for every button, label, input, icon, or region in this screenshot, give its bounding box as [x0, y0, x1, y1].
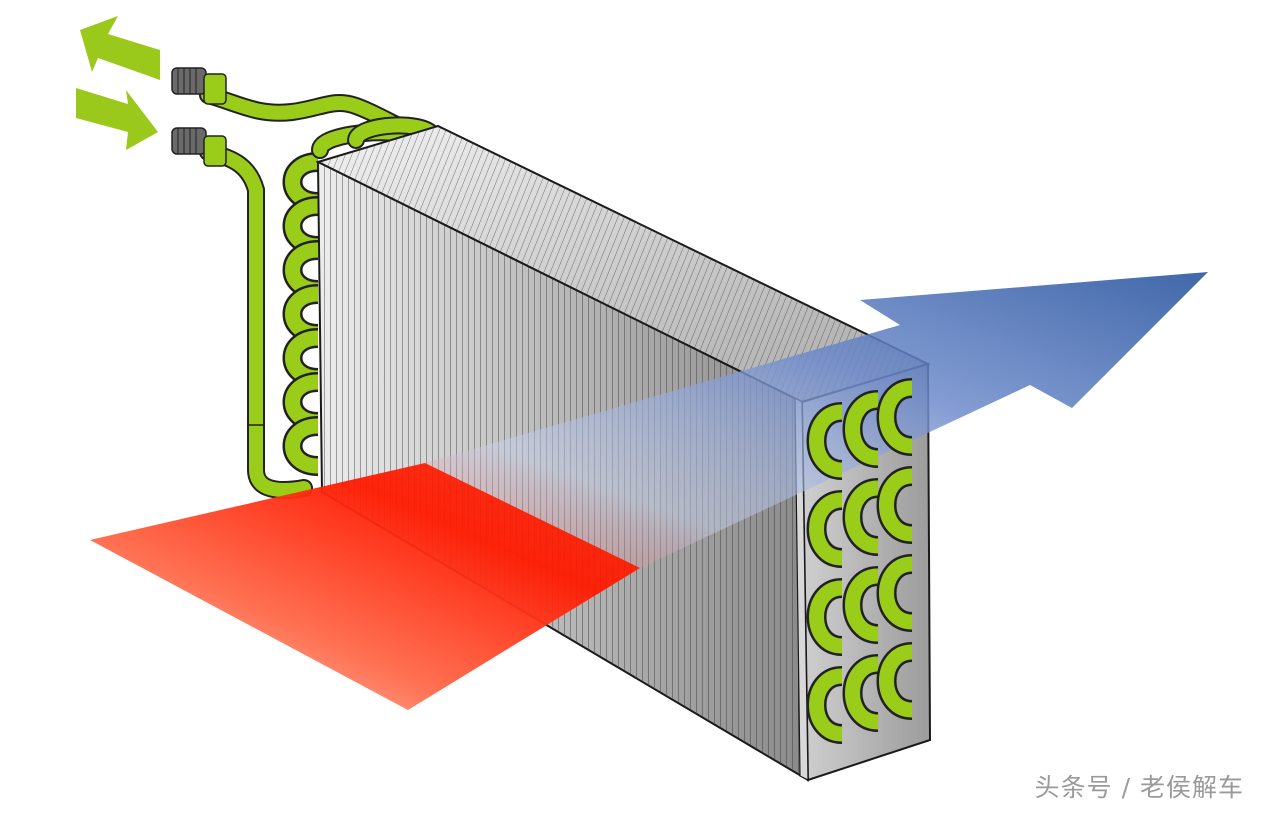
watermark-text: 头条号 / 老侯解车	[1034, 773, 1244, 802]
front-u-bend	[842, 478, 880, 556]
inlet-pipe	[199, 143, 313, 499]
outlet-pipe	[199, 86, 421, 141]
outlet-fitting	[171, 67, 227, 105]
front-u-bend	[806, 490, 844, 568]
refrigerant-in-arrow	[76, 88, 158, 150]
rear-u-bend	[282, 284, 320, 344]
front-u-bend	[842, 390, 880, 468]
front-u-bend	[806, 402, 844, 480]
threaded-fitting-icon	[171, 67, 227, 105]
front-u-bend	[876, 642, 914, 720]
arrow-down-right-icon	[76, 88, 158, 150]
rear-u-bend	[282, 328, 320, 388]
rear-u-bend	[282, 372, 320, 432]
front-u-bend	[842, 566, 880, 644]
front-u-bend	[876, 554, 914, 632]
front-u-bend	[806, 578, 844, 656]
rear-u-bend	[282, 152, 320, 212]
front-u-bend	[876, 466, 914, 544]
hot-air-flow	[90, 463, 640, 710]
rear-u-bend	[282, 196, 320, 256]
threaded-fitting-icon	[171, 127, 227, 167]
arrow-up-left-icon	[80, 16, 160, 80]
refrigerant-out-arrow	[80, 16, 160, 80]
front-u-bend	[806, 666, 844, 744]
front-u-bend	[842, 654, 880, 732]
rear-u-bend	[282, 240, 320, 300]
inlet-fitting	[171, 127, 227, 167]
front-u-bend	[876, 378, 914, 456]
rear-u-bend	[282, 416, 320, 476]
side-tube-bends	[806, 378, 914, 744]
